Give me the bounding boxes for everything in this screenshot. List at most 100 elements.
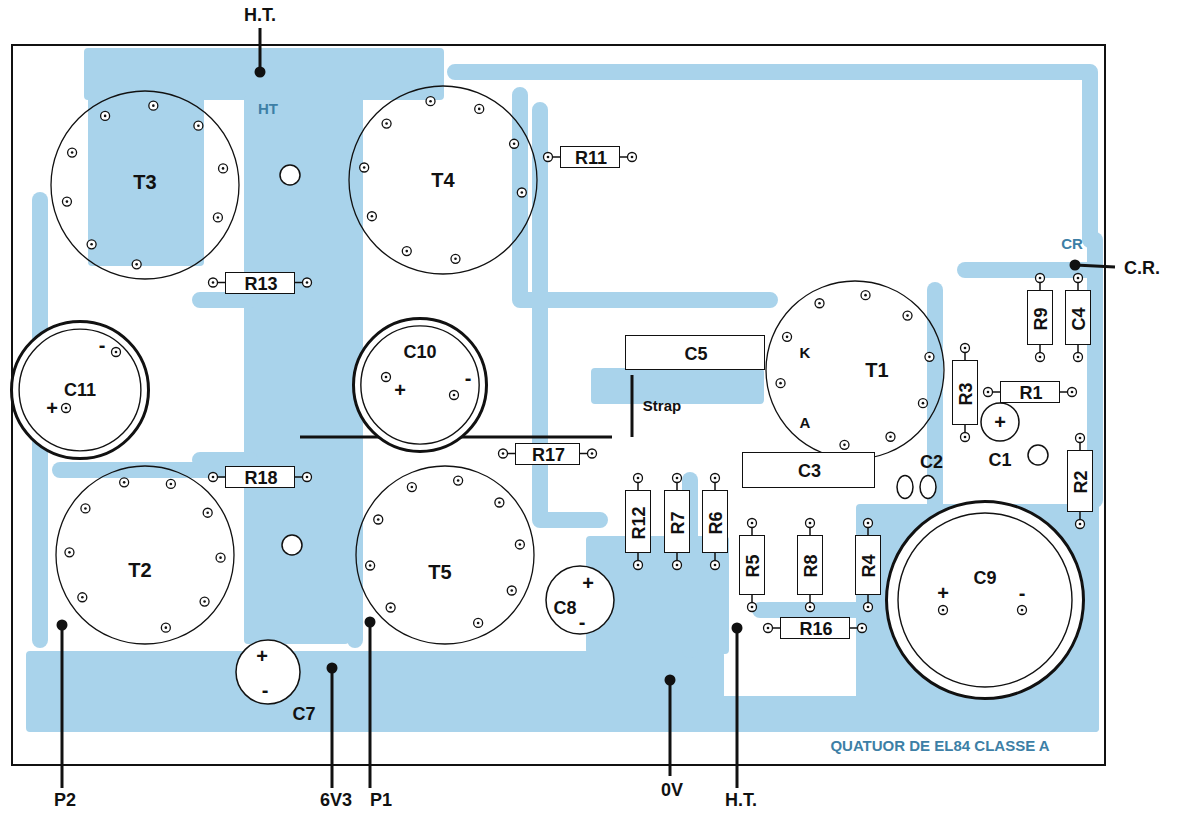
capacitor-outline bbox=[19, 329, 141, 451]
pad-hole bbox=[363, 166, 366, 169]
solder-pad bbox=[112, 348, 121, 357]
part-label: R7 bbox=[669, 511, 687, 534]
pad-hole bbox=[219, 556, 222, 559]
pad-hole bbox=[1079, 437, 1082, 440]
solder-pad bbox=[864, 603, 873, 612]
capacitor-body: C2 bbox=[893, 475, 940, 499]
solder-pad bbox=[886, 432, 895, 441]
solder-pad bbox=[382, 373, 391, 382]
part-label: R4 bbox=[860, 554, 878, 577]
copper-trace bbox=[200, 292, 250, 308]
part-label: T2 bbox=[128, 560, 151, 580]
pad-hole bbox=[843, 444, 846, 447]
wire-dot bbox=[328, 664, 336, 672]
solder-pad bbox=[213, 213, 222, 222]
pad-hole bbox=[411, 486, 414, 489]
solder-pad bbox=[374, 515, 383, 524]
pad-hole bbox=[371, 215, 374, 218]
pad-hole bbox=[864, 294, 867, 297]
part-label: T5 bbox=[428, 562, 451, 582]
pad-hole bbox=[385, 376, 388, 379]
part-label: R16 bbox=[799, 620, 832, 638]
pad-hole bbox=[1039, 356, 1042, 359]
pad-hole bbox=[510, 589, 513, 592]
solder-pad bbox=[783, 332, 792, 341]
pad-hole bbox=[779, 382, 782, 385]
pad-hole bbox=[65, 407, 68, 410]
solder-pad bbox=[806, 603, 815, 612]
solder-pad bbox=[903, 311, 912, 320]
strap-label: Strap bbox=[643, 398, 681, 413]
hookup-wires bbox=[58, 28, 1115, 788]
polarity-mark: - bbox=[262, 680, 269, 700]
solder-pad bbox=[1074, 353, 1083, 362]
solder-pad bbox=[711, 474, 720, 483]
pad-hole bbox=[212, 281, 215, 284]
resistor-body: R2 bbox=[1067, 450, 1093, 512]
solder-pad bbox=[62, 197, 71, 206]
hookup-wire bbox=[1075, 265, 1115, 267]
capacitor-body: C3 bbox=[742, 452, 875, 488]
part-label: T4 bbox=[431, 170, 454, 190]
pad-hole bbox=[454, 258, 457, 261]
part-label: R6 bbox=[707, 511, 725, 534]
pad-hole bbox=[867, 522, 870, 525]
valve-socket: T4 bbox=[348, 85, 538, 275]
pad-hole bbox=[457, 479, 460, 482]
hookup-wire bbox=[61, 625, 64, 788]
solder-pad bbox=[984, 388, 993, 397]
hookup-wire bbox=[259, 28, 262, 72]
part-label: R3 bbox=[957, 382, 975, 405]
pad-hole bbox=[861, 627, 864, 630]
valve-socket-outline bbox=[765, 280, 945, 460]
part-label: R1 bbox=[1019, 384, 1042, 402]
pad-hole bbox=[767, 627, 770, 630]
capacitor-outline bbox=[12, 322, 149, 459]
wire-label: H.T. bbox=[725, 791, 757, 809]
solder-pad bbox=[925, 352, 934, 361]
part-label: C1 bbox=[988, 451, 1011, 469]
pad-hole bbox=[90, 243, 93, 246]
copper-trace bbox=[520, 95, 770, 300]
pad-hole bbox=[964, 347, 967, 350]
pad-hole bbox=[1079, 523, 1082, 526]
mounting-hole bbox=[280, 165, 300, 185]
capacitor-body: C4 bbox=[1065, 290, 1091, 345]
capacitor-body-outline bbox=[893, 475, 940, 499]
part-label: R2 bbox=[1072, 470, 1090, 493]
pad-hole bbox=[170, 483, 173, 486]
pad-hole bbox=[1077, 356, 1080, 359]
solder-pad bbox=[203, 508, 212, 517]
solder-pad bbox=[149, 101, 158, 110]
solder-pad bbox=[200, 597, 209, 606]
pad-hole bbox=[104, 115, 107, 118]
solder-pad bbox=[673, 474, 682, 483]
copper-trace bbox=[455, 72, 1090, 240]
solder-pad bbox=[806, 519, 815, 528]
part-label: C3 bbox=[798, 462, 821, 480]
solder-pad bbox=[628, 153, 637, 162]
pad-hole bbox=[906, 314, 909, 317]
solder-pad bbox=[1074, 274, 1083, 283]
hookup-wire bbox=[331, 668, 334, 788]
pad-hole bbox=[68, 551, 71, 554]
resistor-body: R3 bbox=[952, 360, 978, 425]
part-label: C10 bbox=[403, 343, 436, 361]
part-label: C7 bbox=[292, 705, 315, 723]
solder-pad bbox=[216, 553, 225, 562]
solder-pad bbox=[1076, 434, 1085, 443]
polarity-mark: - bbox=[99, 335, 106, 355]
pad-hole bbox=[942, 609, 945, 612]
pad-hole bbox=[306, 281, 309, 284]
pad-hole bbox=[513, 142, 516, 145]
solder-pad bbox=[1068, 388, 1077, 397]
pad-hole bbox=[809, 606, 812, 609]
pad-hole bbox=[591, 452, 594, 455]
solder-pad bbox=[209, 473, 218, 482]
solder-pad bbox=[495, 498, 504, 507]
solder-pad bbox=[815, 299, 824, 308]
resistor-body: R11 bbox=[560, 146, 620, 168]
solder-pad bbox=[209, 278, 218, 287]
solder-pad bbox=[474, 618, 483, 627]
valve-socket: T3 bbox=[50, 90, 240, 280]
